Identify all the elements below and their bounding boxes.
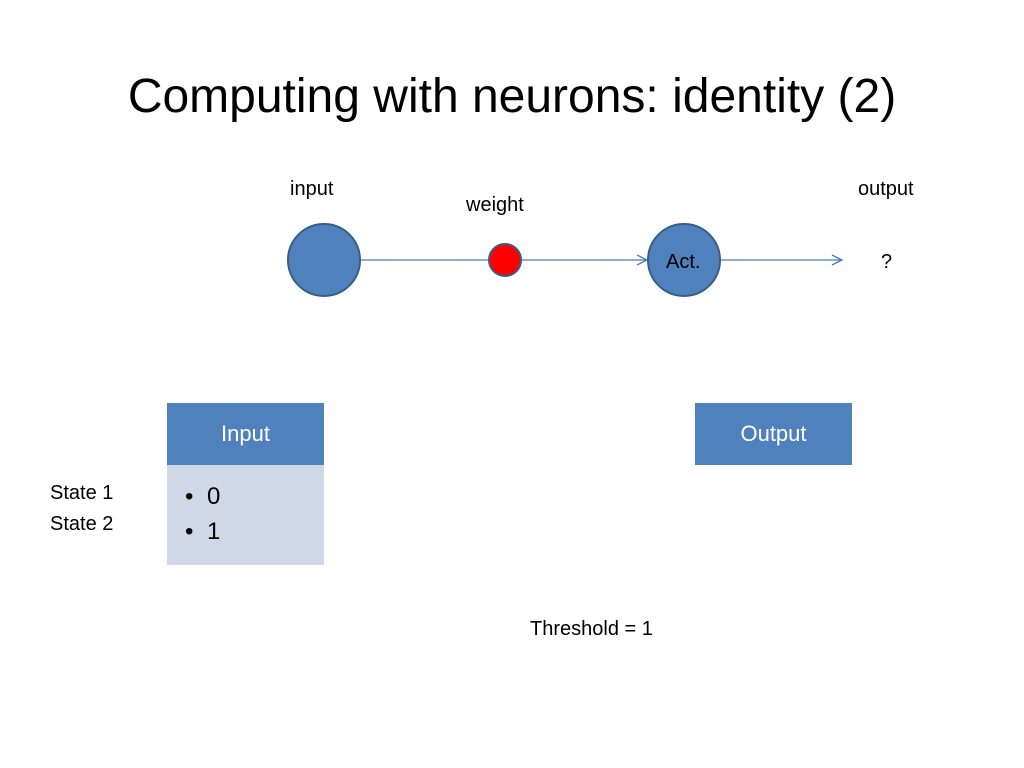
activation-node-label: Act. xyxy=(666,251,701,273)
list-item: •0 xyxy=(185,483,221,510)
list-item: •1 xyxy=(185,518,221,545)
output-table-header: Output xyxy=(695,403,852,465)
input-value-2: 1 xyxy=(207,518,221,545)
state-label-1: State 1 xyxy=(50,482,114,504)
activation-node xyxy=(647,223,721,297)
weight-node xyxy=(488,243,522,277)
output-value: ? xyxy=(881,251,893,273)
input-table-body: •0 •1 xyxy=(167,465,324,565)
input-value-1: 0 xyxy=(207,483,221,510)
input-value-list: •0 •1 xyxy=(185,479,324,549)
state-label-2: State 2 xyxy=(50,513,114,535)
threshold-text: Threshold = 1 xyxy=(530,618,653,640)
input-label: input xyxy=(290,178,334,200)
input-table-header: Input xyxy=(167,403,324,467)
input-node xyxy=(287,223,361,297)
output-label: output xyxy=(858,178,914,200)
slide-title: Computing with neurons: identity (2) xyxy=(127,70,897,123)
weight-label: weight xyxy=(466,194,524,216)
